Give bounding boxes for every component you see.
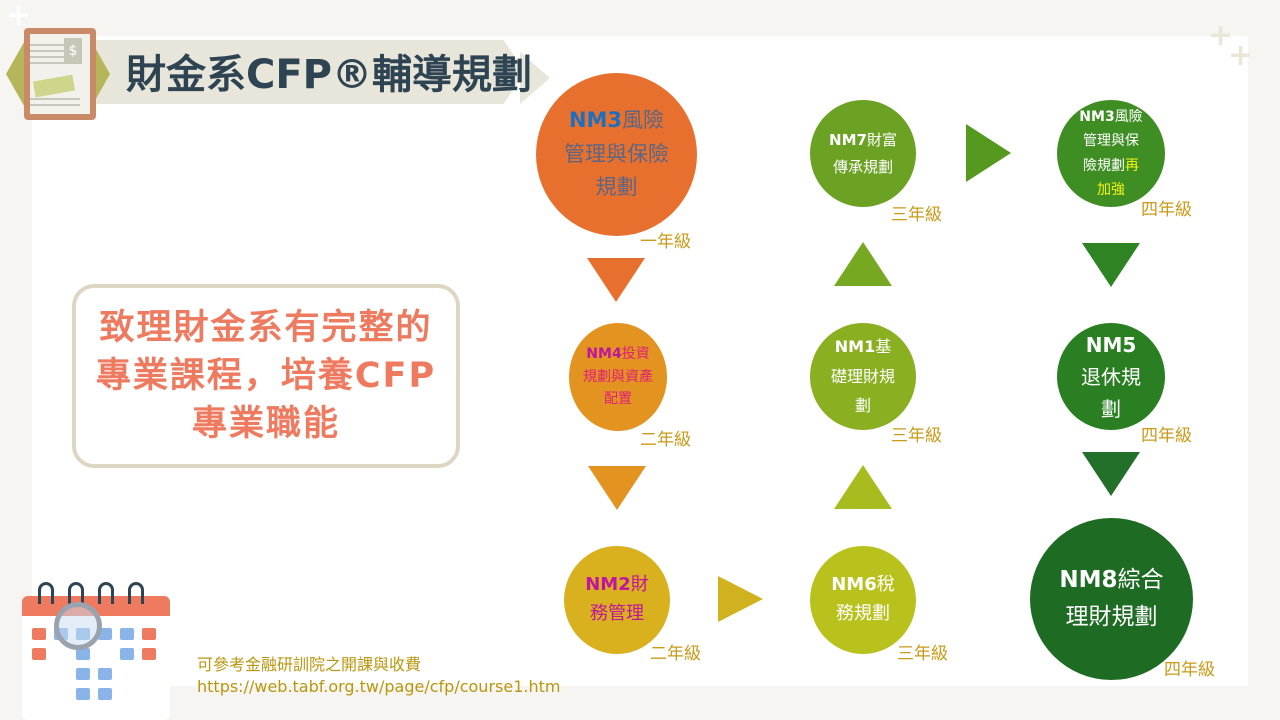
grade-label: 二年級	[640, 430, 691, 450]
course-circle-nm6: NM6稅務規劃	[810, 546, 916, 654]
arrow-up-icon	[834, 242, 892, 286]
course-circle-nm1: NM1基礎理財規劃	[810, 323, 916, 430]
calendar-cell	[142, 648, 156, 660]
callout-text: 致理財金系有完整的專業課程，培養CFP專業職能	[95, 308, 437, 444]
course-name: 基礎理財規劃	[830, 337, 895, 416]
arrow-down-icon	[1082, 452, 1140, 496]
paper-line	[30, 62, 68, 64]
plus-decoration-icon: +	[1228, 38, 1254, 73]
grade-label: 二年級	[650, 644, 701, 664]
course-extra: 再加強	[1097, 157, 1139, 199]
grade-label: 四年級	[1141, 426, 1192, 446]
grade-label: 四年級	[1164, 660, 1215, 680]
course-circle-nm2: NM2財務管理	[564, 546, 670, 654]
course-name: 投資規劃與資產配置	[583, 346, 653, 408]
course-name: 退休規劃	[1081, 364, 1141, 421]
reference-link[interactable]: https://web.tabf.org.tw/page/cfp/course1…	[197, 677, 561, 696]
course-circle-nm3: NM3風險管理與保險規劃	[536, 73, 697, 236]
course-code: NM7	[829, 131, 867, 150]
calendar-cell	[76, 688, 90, 700]
course-name: 綜合理財規劃	[1065, 567, 1164, 630]
grade-label: 一年級	[640, 232, 691, 252]
calendar-cell	[98, 628, 112, 640]
course-code: NM5	[1085, 332, 1137, 357]
calendar-cell	[142, 628, 156, 640]
course-circle-nm5: NM5 退休規劃	[1057, 323, 1165, 430]
arrow-down-icon	[1082, 243, 1140, 287]
course-circle-nm3-advanced: NM3風險管理與保險規劃再加強	[1057, 100, 1165, 207]
plus-decoration-icon: +	[1208, 18, 1234, 53]
arrow-right-icon	[718, 576, 763, 622]
calendar-cell	[120, 648, 134, 660]
page-title: 財金系CFP®輔導規劃	[126, 52, 532, 98]
paper-line	[30, 98, 80, 100]
grade-label: 四年級	[1141, 200, 1192, 220]
course-code: NM1	[834, 337, 876, 357]
course-circle-nm4: NM4投資規劃與資產配置	[569, 323, 667, 431]
course-circle-nm7: NM7財富傳承規劃	[810, 100, 916, 207]
calendar-cell	[98, 688, 112, 700]
calendar-cell	[120, 628, 134, 640]
dollar-icon: $	[64, 38, 82, 64]
calendar-cell	[98, 668, 112, 680]
plus-decoration-icon: +	[6, 0, 32, 33]
calendar-cell	[32, 648, 46, 660]
calendar-cell	[76, 648, 90, 660]
course-code: NM8	[1059, 567, 1118, 594]
arrow-down-icon	[587, 258, 645, 302]
callout-box: 致理財金系有完整的專業課程，培養CFP專業職能	[72, 284, 460, 468]
arrow-up-icon	[834, 465, 892, 509]
course-code: NM3	[568, 108, 623, 133]
calendar-ring	[128, 582, 144, 604]
calendar-cell	[32, 628, 46, 640]
course-name: 風險管理與保險規劃	[1083, 108, 1143, 174]
course-name: 稅務規劃	[836, 574, 895, 624]
grade-label: 三年級	[891, 426, 942, 446]
paper-line	[30, 104, 80, 106]
reference-text: 可參考金融研訓院之開課與收費	[197, 655, 422, 674]
arrow-right-icon	[966, 124, 1011, 182]
course-code: NM6	[831, 574, 877, 596]
reference-note: 可參考金融研訓院之開課與收費 https://web.tabf.org.tw/p…	[197, 654, 560, 698]
title-banner	[95, 40, 525, 104]
course-name: 財務管理	[590, 574, 649, 624]
arrow-down-icon	[588, 466, 646, 510]
paper-line	[30, 44, 68, 46]
course-code: NM3	[1079, 108, 1115, 125]
calendar-ring	[68, 582, 84, 604]
course-name: 財富傳承規劃	[832, 131, 897, 176]
calendar-ring	[38, 582, 54, 604]
course-circle-nm8: NM8綜合理財規劃	[1030, 518, 1193, 680]
calendar-ring	[98, 582, 114, 604]
grade-label: 三年級	[891, 205, 942, 225]
course-name: 風險管理與保險規劃	[564, 108, 669, 200]
grade-label: 三年級	[897, 644, 948, 664]
paper-line	[30, 56, 68, 58]
clipboard-icon: $	[24, 28, 96, 120]
paper-line	[30, 50, 68, 52]
magnifier-icon	[54, 602, 102, 650]
course-code: NM2	[585, 574, 631, 596]
calendar-cell	[76, 668, 90, 680]
course-code: NM4	[586, 346, 622, 363]
